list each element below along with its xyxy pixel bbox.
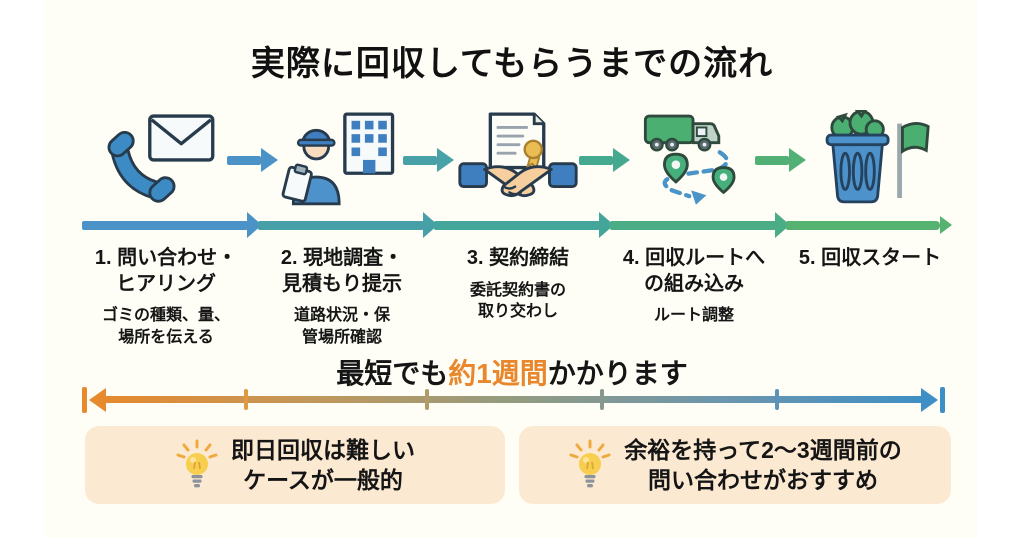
- timeline-arrow: [82, 386, 945, 414]
- note-card: 即日回収は難しい ケースが一般的: [85, 426, 505, 504]
- arrow-right-icon: [579, 148, 633, 172]
- step-2-text: 2. 現地調査・ 見積もり提示 道路状況・保 管場所確認: [254, 240, 430, 348]
- page-title: 実際に回収してもらうまでの流れ: [250, 45, 774, 83]
- step-note: ゴミの種類、量、 場所を伝える: [101, 307, 230, 346]
- flow-band-segment-2: [254, 210, 438, 240]
- arrow-right-icon: [227, 148, 281, 172]
- notes-row: 即日回収は難しい ケースが一般的 余裕を持って2〜3週間前の 問い合わせがおすす…: [85, 426, 951, 504]
- trash-bin-flag-icon: [825, 110, 930, 204]
- step-note: 委託契約書の 取り交わし: [469, 281, 566, 321]
- step-3-text: 3. 契約締結 委託契約書の 取り交わし: [430, 240, 606, 348]
- step-note: 道路状況・保 管場所確認: [293, 307, 390, 346]
- step-4-icon-cell: [606, 106, 782, 210]
- step-2-icon-cell: [254, 106, 430, 210]
- step-label: 5. 回収スタート: [798, 247, 942, 269]
- arrow-left-icon: [89, 388, 106, 412]
- timeline-caption-suffix: かかります: [547, 358, 688, 389]
- timeline-caption-prefix: 最短でも: [336, 358, 449, 389]
- arrow-right-icon: [403, 148, 457, 172]
- timeline-left-endcap: [82, 387, 87, 413]
- site-survey-worker-icon: [281, 112, 395, 206]
- contract-handshake-icon: [458, 112, 578, 198]
- lightbulb-icon: [176, 439, 218, 488]
- flow-band-segment-4: [606, 210, 790, 240]
- timeline-tick: [774, 389, 779, 410]
- timeline-tick: [599, 389, 604, 410]
- timeline-caption-highlight: 約1週間: [448, 358, 548, 389]
- timeline-right-endcap: [940, 387, 945, 413]
- arrow-right-icon: [755, 148, 809, 172]
- arrow-right-icon: [921, 388, 938, 412]
- step-label: 1. 問い合わせ・ ヒアリング: [94, 247, 238, 295]
- step-label: 3. 契約締結: [466, 247, 570, 269]
- step-label: 2. 現地調査・ 見積もり提示: [280, 247, 404, 295]
- lightbulb-icon: [569, 439, 611, 488]
- step-3-icon-cell: [430, 106, 606, 210]
- flow-band-segment-3: [430, 210, 614, 240]
- step-4-text: 4. 回収ルートへ の組み込み ルート調整: [606, 240, 782, 348]
- step-5-icon-cell: [782, 106, 958, 210]
- step-5-text: 5. 回収スタート: [782, 240, 958, 348]
- phone-mail-icon: [107, 114, 215, 203]
- flow-band-segment-5: [782, 210, 958, 240]
- step-note: ルート調整: [653, 307, 734, 325]
- process-flow: 1. 問い合わせ・ ヒアリング ゴミの種類、量、 場所を伝える 2. 現地調査・…: [78, 106, 958, 348]
- timeline-tick: [425, 389, 430, 410]
- timeline-caption: 最短でも約1週間かかります: [0, 352, 1024, 392]
- timeline-tick: [243, 389, 248, 410]
- flow-band-segment-1: [78, 210, 262, 240]
- step-label: 4. 回収ルートへ の組み込み: [622, 247, 766, 295]
- step-1-text: 1. 問い合わせ・ ヒアリング ゴミの種類、量、 場所を伝える: [78, 240, 254, 348]
- garbage-truck-route-icon: [643, 114, 736, 205]
- step-1-icon-cell: [78, 106, 254, 210]
- note-text: 余裕を持って2〜3週間前の 問い合わせがおすすめ: [624, 436, 902, 493]
- note-text: 即日回収は難しい ケースが一般的: [231, 436, 415, 493]
- note-card: 余裕を持って2〜3週間前の 問い合わせがおすすめ: [519, 426, 951, 504]
- timeline-gradient-line: [99, 396, 928, 403]
